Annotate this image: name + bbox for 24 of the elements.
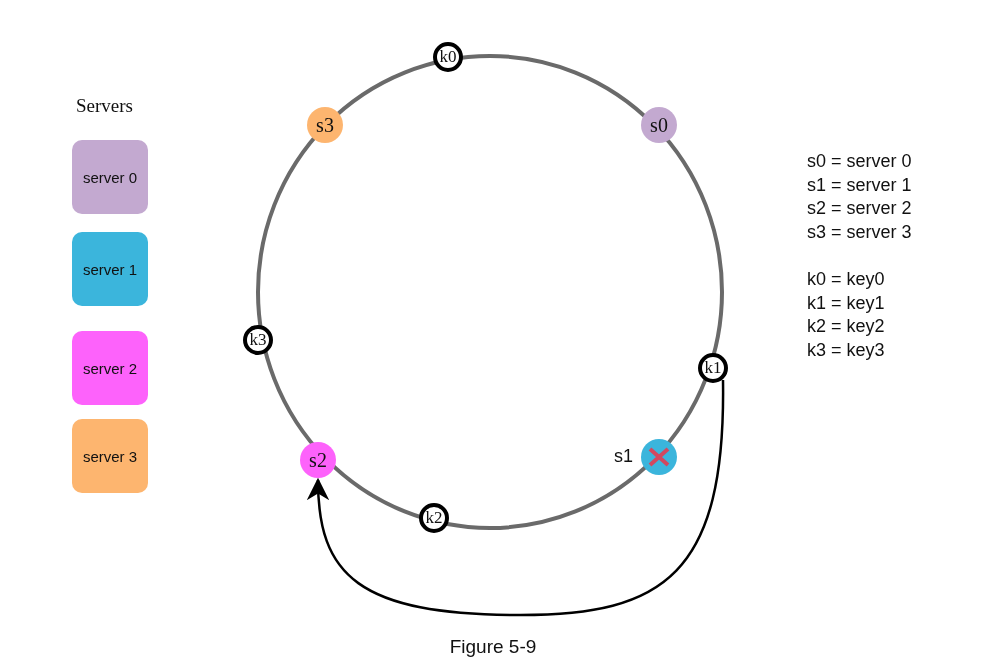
abbreviation-note: s0 = server 0 — [807, 151, 912, 172]
legend-text: server 1 — [82, 260, 138, 278]
server-circle: s2 — [300, 442, 336, 478]
key-circle: k0 — [433, 42, 463, 72]
legend-text: server 3 — [82, 447, 138, 465]
key-circle: k1 — [698, 353, 728, 383]
abbreviation-note: k3 = key3 — [807, 339, 885, 361]
abbreviation-note: s3 = server 3 — [807, 222, 912, 244]
abbreviation-note: k2 = key2 — [807, 316, 885, 338]
arrow — [307, 380, 725, 617]
server-circle: s0 — [641, 107, 677, 143]
legend-heading: Servers — [76, 95, 133, 117]
key-circle: k3 — [243, 325, 273, 355]
abbreviation-note: k0 = key0 — [807, 268, 885, 290]
figure-caption: Figure 5-9 — [448, 636, 538, 658]
key-circle: k2 — [419, 503, 449, 533]
abbreviation-note: s2 = server 2 — [807, 198, 912, 220]
abbreviation-note: s1 = server 1 — [807, 174, 912, 196]
abbreviation-note: k1 = key1 — [807, 292, 885, 314]
node-caption: s1 — [614, 446, 633, 467]
server-circle — [641, 439, 677, 475]
legend-text: server 2 — [82, 359, 138, 377]
legend-text: server 0 — [82, 168, 138, 186]
server-circle: s3 — [307, 107, 343, 143]
